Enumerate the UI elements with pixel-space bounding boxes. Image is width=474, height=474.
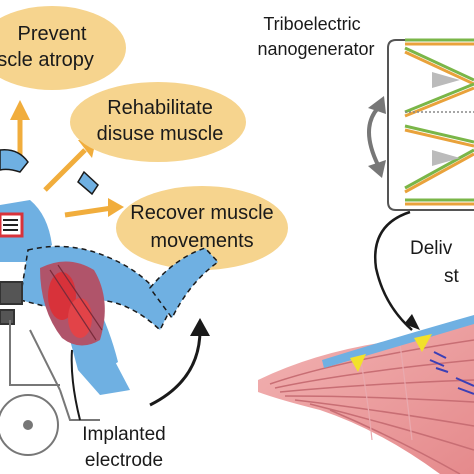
muscle-body	[258, 322, 474, 474]
muscle-fiber	[274, 359, 474, 389]
patient-arm	[0, 149, 29, 173]
wheelchair-frame-diag	[29, 329, 61, 391]
electrode-contact	[350, 354, 366, 372]
bubble-rehab-line2: disuse muscle	[97, 123, 224, 145]
teng-lead-wire	[373, 210, 413, 331]
bubble-recover: Recover muscle movements	[116, 186, 288, 270]
electrode-contact	[414, 334, 432, 352]
bubble-prevent-line2: uscle atropy	[0, 49, 94, 71]
benefit-arrows	[10, 100, 124, 218]
chest-device	[0, 212, 24, 238]
arrow-head-recover	[108, 198, 124, 217]
teng-spacer	[432, 150, 460, 166]
teng-device	[387, 38, 474, 211]
muscle-fiber	[279, 379, 474, 393]
electrode-label-line2: electrode	[85, 450, 163, 471]
arrow-to-recover	[64, 205, 113, 218]
leg-motion-arrow	[149, 318, 210, 407]
teng-layer-top	[404, 38, 474, 118]
teng-label-line1: Triboelectric	[263, 14, 360, 34]
thigh-muscle-red-2	[68, 298, 92, 338]
bubble-rehab: Rehabilitate disuse muscle	[70, 82, 246, 162]
lead-wire-arrowhead	[404, 314, 420, 330]
bubble-recover-line1: Recover muscle	[130, 202, 273, 224]
muscle-fiber	[329, 409, 461, 474]
patient-raised-foot	[149, 247, 220, 320]
teng-frame	[387, 39, 474, 211]
muscle-fiber	[294, 399, 474, 427]
muscle-bundle	[258, 322, 474, 474]
electrode-pointer-line	[70, 349, 81, 421]
bubble-rehab-shape	[70, 82, 246, 162]
muscle-fiber	[309, 403, 474, 451]
deliver-label-line2: st	[444, 266, 460, 287]
wheelchair-seat-block	[0, 281, 23, 305]
wheelchair-armrest	[0, 309, 15, 325]
muscle-fiber-cross	[359, 355, 373, 441]
muscle-fiber-cross	[399, 343, 413, 441]
wheelchair	[0, 281, 100, 456]
wheelchair-footrest	[59, 389, 100, 421]
teng-layer-bottom	[404, 124, 474, 206]
muscle-fiber	[284, 395, 474, 403]
bubble-prevent: Prevent uscle atropy	[0, 6, 126, 90]
wheelchair-frame	[9, 320, 60, 386]
wheelchair-wheel	[0, 394, 59, 456]
teng-label: Triboelectric nanogenerator	[257, 14, 374, 59]
electrode-label: Implanted electrode	[70, 349, 166, 471]
teng-label-line2: nanogenerator	[257, 39, 374, 59]
patient-figure	[0, 149, 220, 395]
electrode-label-line1: Implanted	[82, 424, 165, 445]
wheelchair-hub	[23, 420, 33, 430]
patient-hand	[77, 170, 99, 196]
deliver-label: Deliv st	[410, 238, 460, 287]
patient-lower-leg	[70, 340, 130, 395]
bubble-prevent-line1: Prevent	[18, 23, 87, 45]
bubble-rehab-line1: Rehabilitate	[107, 97, 213, 119]
press-motion-arrow	[367, 96, 386, 178]
bubble-prevent-shape	[0, 6, 126, 90]
muscle-fiber-line	[57, 264, 103, 331]
teng-spacer	[432, 72, 460, 88]
bubble-recover-shape	[116, 186, 288, 270]
thigh-muscle-red-1	[48, 272, 76, 320]
deliver-label-line1: Deliv	[410, 238, 453, 259]
arrow-head-prevent	[10, 100, 30, 120]
implanted-electrode-strip	[322, 315, 474, 368]
muscle-fiber-line	[49, 269, 97, 341]
stimulation-signal	[429, 351, 474, 395]
arrow-to-rehab	[43, 148, 87, 192]
bubble-recover-line2: movements	[150, 230, 253, 252]
